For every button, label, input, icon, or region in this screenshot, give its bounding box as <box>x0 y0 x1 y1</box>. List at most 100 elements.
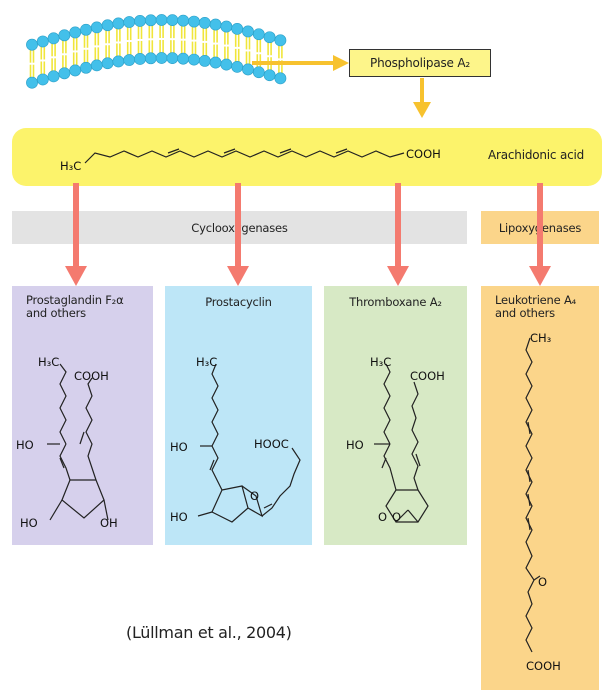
lipid-head <box>274 72 287 85</box>
lipid-head <box>252 28 265 41</box>
pathway-arrow-shaft <box>395 183 401 267</box>
prostaglandin-title: Prostaglandin F₂α <box>26 293 124 307</box>
leukotriene-title: Leukotriene A₄ <box>495 293 577 307</box>
leukotriene-panel: Leukotriene A₄ and others <box>481 286 599 690</box>
prostaglandin-structure <box>47 363 109 521</box>
lipid-head <box>220 20 233 33</box>
lt-carboxyl-group: COOH <box>526 659 561 673</box>
pg-methyl-group: H₃C <box>38 355 59 369</box>
lipid-head <box>101 19 114 32</box>
lipid-head <box>166 52 179 65</box>
lipid-head <box>123 54 136 66</box>
lipid-head <box>36 73 49 86</box>
lipid-head <box>69 26 82 39</box>
lipid-head <box>231 22 244 35</box>
thromboxane-structure <box>374 363 429 523</box>
pc-hydroxyl-side: HO <box>170 440 188 454</box>
lipid-head <box>209 18 222 31</box>
lipid-head <box>155 52 168 64</box>
prostaglandin-subtitle: and others <box>26 306 86 320</box>
lipid-head <box>26 76 38 89</box>
lipid-head <box>263 69 276 82</box>
aa-carboxyl-group: COOH <box>406 147 441 161</box>
lipid-head <box>90 59 103 72</box>
phospholipase-arrow <box>252 55 349 71</box>
lipid-head <box>198 55 211 67</box>
lipid-head <box>166 14 179 27</box>
lipid-head <box>80 23 92 36</box>
arachidonic-acid-structure <box>84 148 405 164</box>
pathway-arrow-head <box>65 266 87 286</box>
lipid-head <box>58 67 71 80</box>
lipid-head <box>274 34 287 47</box>
leukotriene-structure <box>525 337 541 653</box>
prostacyclin-panel: Prostacyclin <box>165 286 312 545</box>
pathway-arrows <box>65 183 551 286</box>
lipid-head <box>144 14 157 27</box>
pg-hydroxyl-ring-left: HO <box>20 516 38 530</box>
arachidonic-acid-label: Arachidonic acid <box>488 148 585 162</box>
lipid-head <box>198 17 211 29</box>
pg-hydroxyl-ring-right: OH <box>100 516 118 530</box>
pathway-arrow-head <box>529 266 551 286</box>
lipid-head <box>188 15 200 28</box>
leukotriene-subtitle: and others <box>495 306 555 320</box>
lipid-head <box>177 14 190 27</box>
lipid-head <box>177 52 190 65</box>
phospholipase-label: Phospholipase A₂ <box>370 56 470 70</box>
pg-hydroxyl-side: HO <box>16 438 34 452</box>
tx-bridge-oxygen-1: O <box>378 510 387 524</box>
thromboxane-title: Thromboxane A₂ <box>349 295 442 309</box>
pg-carboxyl-group: COOH <box>74 369 109 383</box>
lipid-head <box>58 29 71 42</box>
lipid-head <box>90 21 103 34</box>
pathway-arrow-shaft <box>537 183 543 267</box>
phospholipid-membrane <box>26 14 287 89</box>
lt-epoxide-oxygen: O <box>538 575 547 589</box>
prostaglandin-panel: Prostaglandin F₂α and others <box>12 286 153 545</box>
aa-methyl-group: H₃C <box>60 159 81 173</box>
lipid-head <box>134 53 146 65</box>
lipid-head <box>188 53 200 66</box>
lipid-head <box>242 63 254 76</box>
lipid-head <box>112 55 125 68</box>
tx-hydroxyl-side: HO <box>346 438 364 452</box>
lipid-head <box>263 31 276 44</box>
pathway-arrow-shaft <box>73 183 79 267</box>
lipid-head <box>101 57 114 70</box>
lipid-head <box>47 32 60 45</box>
citation: (Lüllman et al., 2004) <box>126 623 292 642</box>
pc-hydroxyl-ring: HO <box>170 510 188 524</box>
release-arrow <box>413 78 431 118</box>
lipid-head <box>242 25 254 38</box>
lipid-head <box>134 15 146 27</box>
lipid-head <box>252 66 265 79</box>
lipid-head <box>47 70 60 83</box>
lipid-head <box>209 56 222 69</box>
lipid-head <box>36 35 49 48</box>
prostacyclin-structure <box>197 363 301 523</box>
pc-ring-oxygen: O <box>250 489 259 503</box>
lipid-head <box>112 17 125 30</box>
pc-carboxyl-group: HOOC <box>254 437 289 451</box>
pathway-arrow-head <box>227 266 249 286</box>
thromboxane-panel: Thromboxane A₂ <box>324 286 467 545</box>
pathway-arrow-head <box>387 266 409 286</box>
tx-methyl-group: H₃C <box>370 355 391 369</box>
lipid-head <box>69 64 82 77</box>
lipid-head <box>80 61 92 74</box>
tx-carboxyl-group: COOH <box>410 369 445 383</box>
tx-bridge-oxygen-2: O <box>392 510 401 524</box>
lipid-head <box>220 58 233 71</box>
lipid-head <box>155 14 168 26</box>
lipid-head <box>231 60 244 73</box>
lipid-head <box>144 52 157 65</box>
lipid-head <box>123 16 136 28</box>
pathway-arrow-shaft <box>235 183 241 267</box>
lipid-head <box>26 38 38 51</box>
lt-methyl-group: CH₃ <box>530 331 552 345</box>
pc-methyl-group: H₃C <box>196 355 217 369</box>
prostacyclin-title: Prostacyclin <box>205 295 272 309</box>
phospholipase-box: Phospholipase A₂ <box>349 49 491 77</box>
